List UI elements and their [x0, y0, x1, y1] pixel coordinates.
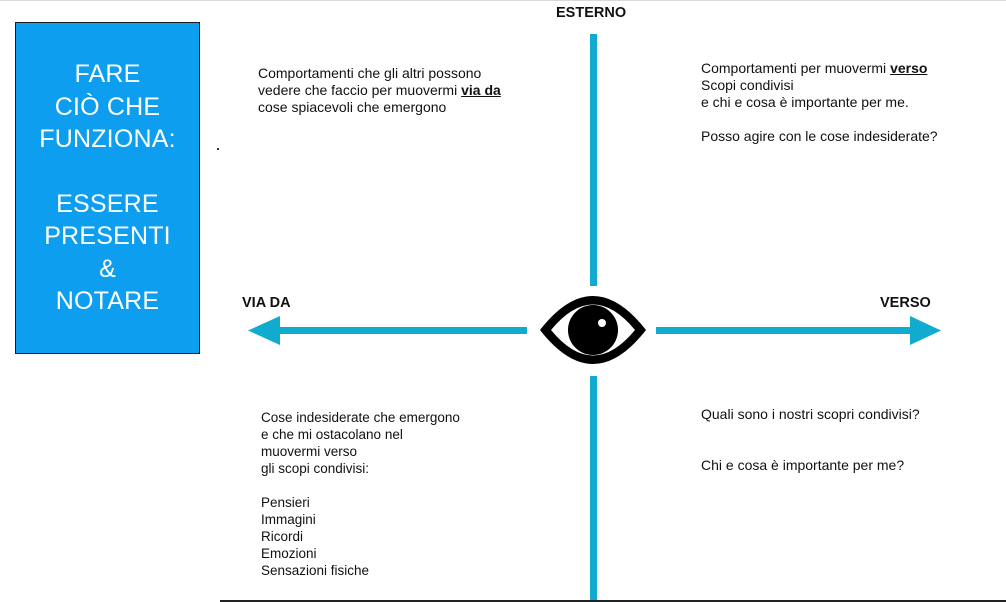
- title-line: CIÒ CHE: [54, 92, 161, 121]
- emphasis-via-da: via da: [461, 82, 501, 98]
- quadrant-text: Chi e cosa è importante per me?: [701, 457, 905, 473]
- title-line: NOTARE: [55, 287, 160, 316]
- eye-icon: [540, 296, 646, 364]
- list-item: Emozioni: [261, 546, 317, 561]
- list-item: Sensazioni fisiche: [261, 563, 370, 578]
- bottom-border: [220, 600, 1006, 602]
- quadrant-bottom-right: Quali sono i nostri scopri condivisi? Ch…: [701, 406, 991, 474]
- quadrant-text: vedere che faccio per muovermi via da: [258, 82, 558, 99]
- quadrant-top-right: Comportamenti per muovermi verso Scopi c…: [701, 60, 991, 145]
- title-line: FUNZIONA:: [39, 125, 176, 154]
- quadrant-text: Comportamenti per muovermi verso: [701, 60, 991, 77]
- quadrant-text: Posso agire con le cose indesiderate?: [701, 128, 938, 144]
- quadrant-text: e che mi ostacolano nel: [261, 427, 403, 442]
- quadrant-top-left: Comportamenti che gli altri possono vede…: [258, 65, 558, 116]
- quadrant-text-part: Comportamenti per muovermi: [701, 60, 891, 76]
- title-line: FARE: [74, 60, 141, 89]
- title-line: &: [99, 254, 116, 283]
- axis-label-top: ESTERNO: [556, 5, 627, 21]
- axis-label-left: VIA DA: [242, 295, 291, 311]
- top-border: [0, 0, 1006, 1]
- arrow-left-icon: [248, 316, 527, 345]
- quadrant-text: Scopi condivisi: [701, 77, 794, 93]
- quadrant-text: Cose indesiderate che emergono: [261, 410, 460, 425]
- title-box: FARE CIÒ CHE FUNZIONA: ESSERE PRESENTI &…: [15, 22, 200, 354]
- quadrant-bottom-left: Cose indesiderate che emergono e che mi …: [261, 409, 531, 579]
- vertical-axis-top: [590, 34, 597, 286]
- quadrant-text: e chi e cosa è importante per me.: [701, 94, 909, 110]
- quadrant-text: cose spiacevoli che emergono: [258, 99, 447, 115]
- title-line: ESSERE: [56, 189, 159, 218]
- stray-dot: [217, 148, 219, 150]
- quadrant-text: Comportamenti che gli altri possono: [258, 65, 482, 81]
- list-item: Pensieri: [261, 495, 310, 510]
- arrow-right-icon: [656, 316, 941, 345]
- axis-label-right: VERSO: [880, 295, 931, 311]
- list-item: Immagini: [261, 512, 316, 527]
- quadrant-text: Quali sono i nostri scopri condivisi?: [701, 406, 920, 422]
- quadrant-text: gli scopi condivisi:: [261, 461, 370, 476]
- quadrant-text: muovermi verso: [261, 444, 358, 459]
- title-line: PRESENTI: [44, 222, 171, 251]
- list-item: Ricordi: [261, 529, 304, 544]
- quadrant-text-part: vedere che faccio per muovermi: [258, 82, 462, 98]
- emphasis-verso: verso: [890, 60, 928, 76]
- vertical-axis-bottom: [590, 376, 597, 602]
